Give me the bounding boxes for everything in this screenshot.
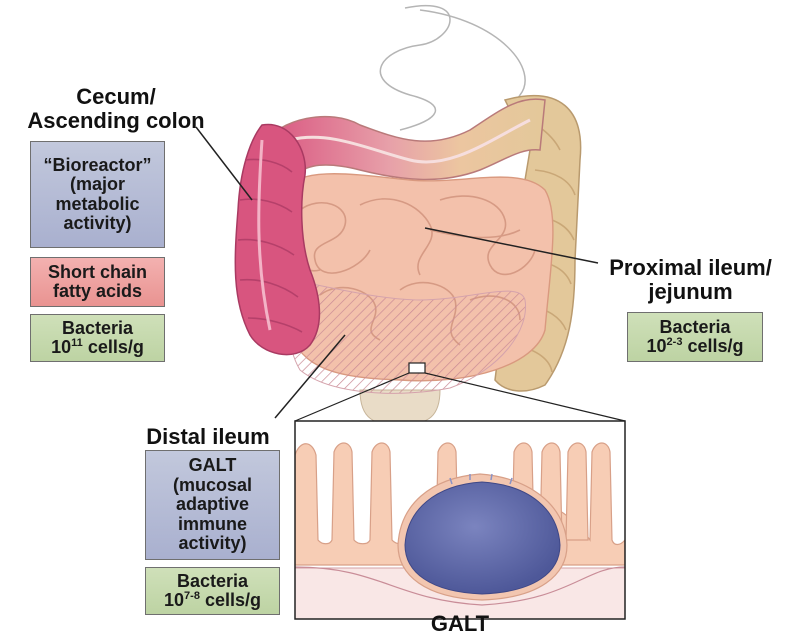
distal-label-text: Distal ileum: [146, 424, 270, 449]
lymphoid-follicle: [404, 481, 561, 595]
bacteria-cecum-line2: 1011 cells/g: [51, 337, 144, 357]
bacteria-proximal-line1: Bacteria: [659, 316, 731, 337]
galt-inset: [295, 421, 625, 619]
rectum: [359, 389, 441, 426]
proximal-label-line1: Proximal ileum/: [609, 255, 772, 280]
inset-marker: [408, 362, 426, 374]
bacteria-distal-box: Bacteria 107-8 cells/g: [145, 567, 280, 615]
ascending-colon-haustra: [237, 158, 303, 333]
bioreactor-line4: activity): [63, 212, 132, 233]
bioreactor-line3: metabolic: [55, 193, 140, 214]
scfa-line1: Short chain: [47, 261, 147, 282]
zoom-line-left: [294, 372, 410, 422]
galt-line5: activity): [178, 533, 247, 554]
galt-line4: immune: [177, 513, 247, 534]
scfa-box: Short chain fatty acids: [30, 257, 165, 307]
cecum-label-line1: Cecum/: [76, 84, 156, 109]
bacteria-proximal-box: Bacteria 102-3 cells/g: [627, 312, 763, 362]
galt-line2: (mucosal: [172, 474, 253, 495]
cecum-label: Cecum/ Ascending colon: [0, 85, 232, 133]
bacteria-distal-line1: Bacteria: [176, 570, 249, 591]
galt-box: GALT (mucosal adaptive immune activity): [145, 450, 280, 560]
bioreactor-line1: “Bioreactor”: [43, 154, 152, 175]
bacteria-cecum-line1: Bacteria: [61, 317, 134, 338]
galt-caption: GALT: [410, 612, 510, 636]
galt-inset-frame: [294, 420, 626, 620]
leader-proximal: [424, 227, 599, 264]
bacteria-cecum-box: Bacteria 1011 cells/g: [30, 314, 165, 362]
proximal-label-line2: jejunum: [648, 278, 733, 304]
transverse-colon: [261, 98, 546, 187]
proximal-label: Proximal ileum/ jejunum: [598, 256, 783, 304]
distal-label: Distal ileum: [133, 425, 283, 449]
distal-ileum-region: [286, 279, 527, 394]
galt-caption-text: GALT: [430, 611, 490, 636]
galt-line1: GALT: [188, 455, 237, 476]
leader-cecum: [195, 126, 253, 201]
scfa-line2: fatty acids: [52, 281, 143, 301]
bioreactor-box: “Bioreactor” (major metabolic activity): [30, 141, 165, 248]
bacteria-distal-line2: 107-8 cells/g: [164, 590, 261, 610]
m-cell-marks: [449, 473, 513, 485]
transverse-colon-band: [289, 118, 531, 164]
cecum-label-line2: Ascending colon: [27, 107, 205, 133]
leader-distal: [274, 334, 346, 419]
upper-tube-outline: [379, 5, 451, 131]
zoom-line-right: [424, 372, 626, 422]
bioreactor-line2: (major: [69, 174, 125, 195]
ascending-colon: [234, 123, 321, 356]
ascending-colon-band: [257, 139, 272, 331]
bacteria-proximal-line2: 102-3 cells/g: [646, 336, 744, 356]
galt-line3: adaptive: [175, 494, 250, 515]
